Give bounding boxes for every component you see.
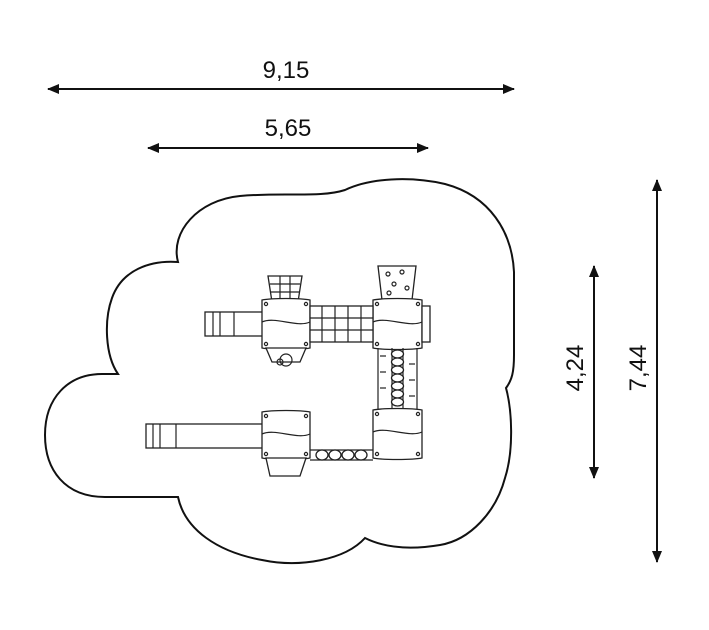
platform-bottom-right: [372, 407, 423, 461]
lower-slide: [145, 423, 265, 449]
climbing-wall-top-right: [377, 265, 417, 301]
inner-depth-dimension: 4,24: [562, 265, 599, 479]
overall-width-label: 9,15: [263, 57, 310, 84]
upper-slide: [204, 311, 264, 337]
platform-top-left: [261, 297, 311, 351]
inner-width-dimension: 5,65: [147, 115, 429, 153]
inner-depth-label: 4,24: [562, 345, 589, 392]
net-bridge-horizontal: [309, 305, 374, 343]
step-bottom-left: [265, 457, 307, 477]
overall-depth-dimension: 7,44: [625, 179, 662, 563]
overall-width-dimension: 9,15: [47, 57, 515, 94]
overall-depth-label: 7,44: [625, 345, 652, 392]
platform-bottom-left: [261, 409, 311, 461]
chain-bridge-vertical: [377, 348, 418, 410]
play-equipment: [145, 265, 431, 477]
inner-width-label: 5,65: [265, 115, 312, 142]
safety-zone-outline: [43, 178, 515, 565]
log-bridge-horizontal: [310, 449, 373, 461]
steering-wheel: [265, 347, 307, 367]
platform-top-right: [372, 297, 431, 351]
